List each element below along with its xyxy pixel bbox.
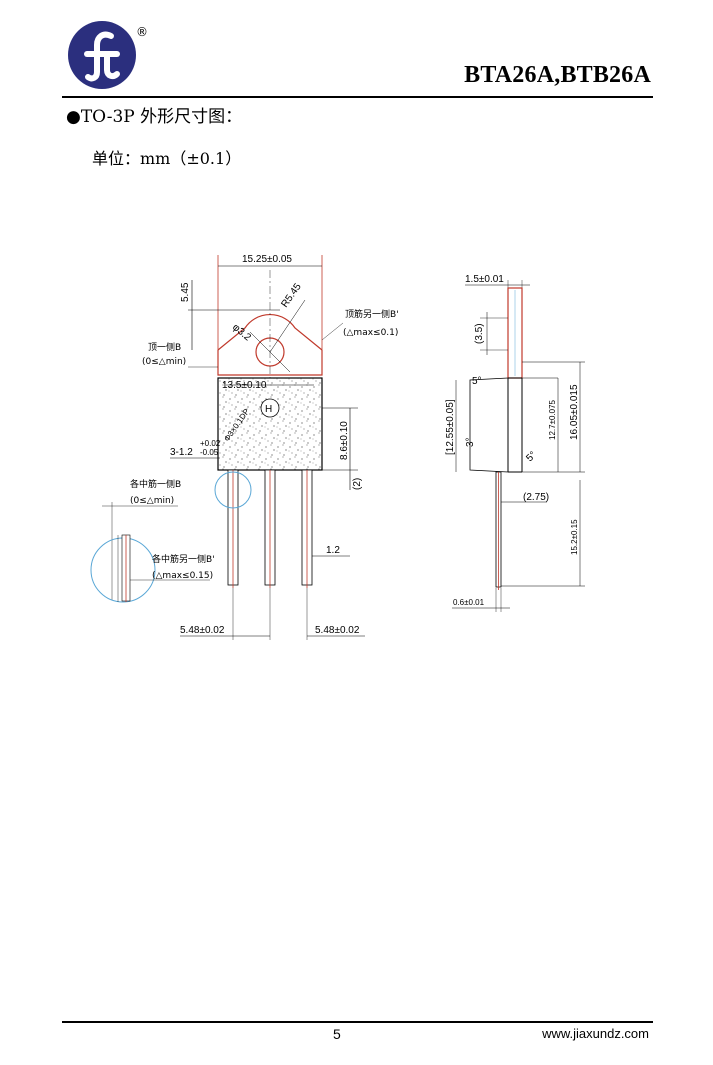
lead-right — [301, 469, 313, 588]
angle-label-bottom: 5° — [524, 450, 539, 465]
tab-thickness-label: 1.5±0.01 — [465, 274, 504, 285]
side-view: 1.5±0.01 (3.5) 5° 3° 5° [12.55±0.05] 12.… — [445, 274, 585, 612]
lead-width-label: 1.2 — [326, 545, 340, 556]
front-width-label: 15.25±0.05 — [242, 254, 292, 265]
lead-thickness-label: 0.6±0.01 — [453, 598, 485, 607]
angle-label-top: 5° — [472, 376, 482, 387]
angle-label-left: 3° — [465, 437, 476, 447]
front-view: 15.25±0.05 5.45 R5.45 φ3.2 顶筋另一侧B' (△max… — [90, 254, 399, 640]
radius-label: R5.45 — [279, 281, 304, 310]
page-number: 5 — [333, 1026, 341, 1042]
lead-center — [264, 469, 276, 588]
pitch-right-label: 5.48±0.02 — [315, 625, 360, 636]
ref-height-label: [12.55±0.05] — [445, 399, 456, 455]
note-lead-2: (0≤△min) — [130, 496, 174, 506]
body-height-label: 8.6±0.10 — [339, 421, 350, 460]
body-height-side-label: 12.7±0.075 — [548, 399, 557, 440]
package-outline-drawing: 15.25±0.05 5.45 R5.45 φ3.2 顶筋另一侧B' (△max… — [90, 254, 585, 640]
note-lead-other-2: (△max≤0.15) — [152, 571, 213, 581]
note-top-right-1: 顶筋另一侧B' — [345, 308, 399, 320]
pitch-left-label: 5.48±0.02 — [180, 625, 225, 636]
footer-url[interactable]: www.jiaxundz.com — [542, 1026, 649, 1041]
note-lead-other-1: 各中筋另一侧B' — [152, 553, 215, 565]
h-badge: H — [265, 404, 272, 415]
unit-note: 单位：mm（±0.1） — [92, 149, 242, 168]
chamfer-tol-lower: -0.05 — [200, 448, 219, 457]
document-title: BTA26A,BTB26A — [464, 62, 651, 88]
note-top-right-2: (△max≤0.1) — [343, 328, 398, 338]
total-height-label: 16.05±0.015 — [569, 384, 580, 440]
lead-left — [227, 469, 239, 588]
hole-label: φ3.2 — [230, 322, 253, 344]
chamfer-label: 3-1.2 — [170, 447, 193, 458]
top-height-label: 5.45 — [180, 282, 191, 302]
side-gap-label: (2) — [352, 478, 363, 490]
note-top-left-1: 顶一侧B — [148, 341, 181, 353]
side-top-label: (3.5) — [474, 323, 485, 344]
section-title: ●TO-3P 外形尺寸图： — [66, 107, 243, 127]
inner-width-label: 13.5±0.10 — [222, 380, 267, 391]
chamfer-tol-upper: +0.02 — [200, 439, 221, 448]
footer-rule — [62, 1021, 653, 1023]
note-lead-1: 各中筋一侧B — [130, 478, 181, 490]
note-top-left-2: (0≤△min) — [142, 357, 186, 367]
company-logo — [68, 21, 136, 89]
lead-offset-label: (2.75) — [523, 492, 549, 503]
lead-length-label: 15.2±0.15 — [570, 519, 579, 555]
header-rule — [62, 96, 653, 98]
registered-mark: ® — [136, 25, 148, 39]
